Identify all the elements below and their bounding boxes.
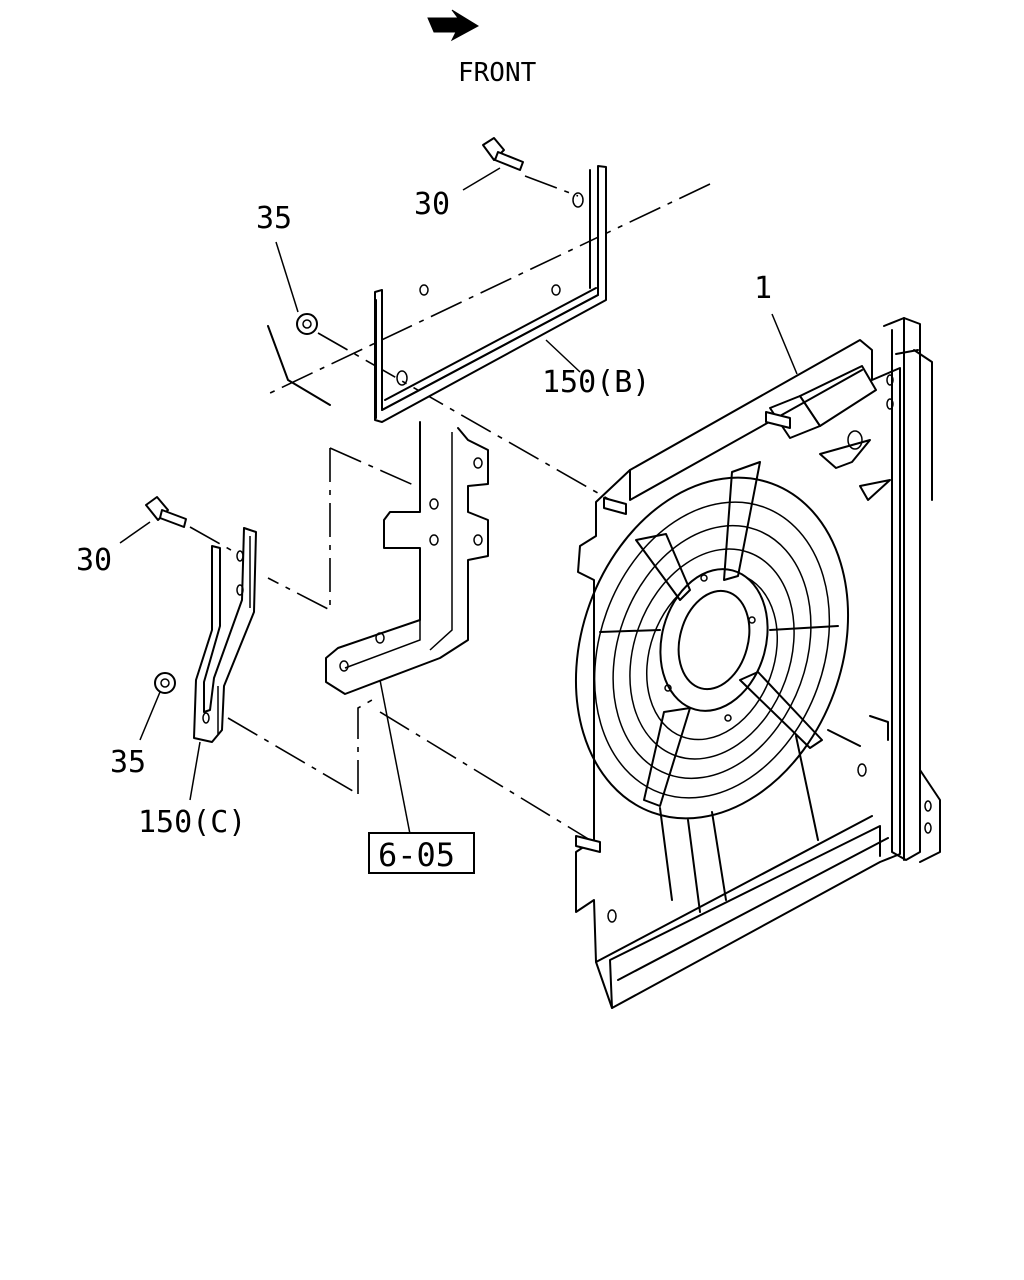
callout-part-35-left: 35 bbox=[110, 745, 146, 780]
bolt-30-top bbox=[482, 137, 524, 171]
reference-label: 6-05 bbox=[378, 836, 455, 874]
assembly-center-lines bbox=[189, 175, 711, 841]
front-arrow-icon bbox=[427, 9, 480, 42]
reference-box[interactable]: 6-05 bbox=[368, 832, 475, 874]
radiator-bracket bbox=[325, 421, 489, 695]
nut-35-top bbox=[296, 313, 318, 335]
leader-lines bbox=[119, 167, 798, 835]
nut-35-left bbox=[154, 672, 176, 694]
callout-part-150b: 150(B) bbox=[542, 365, 650, 400]
bracket-150c bbox=[193, 527, 257, 743]
fan-shroud-assembly bbox=[574, 317, 941, 1009]
bolt-30-left bbox=[145, 496, 187, 528]
bracket-150b bbox=[267, 165, 607, 423]
callout-part-30-top: 30 bbox=[414, 187, 450, 222]
callout-part-150c: 150(C) bbox=[138, 805, 246, 840]
callout-part-1: 1 bbox=[754, 271, 772, 306]
callout-part-30-left: 30 bbox=[76, 543, 112, 578]
callout-part-35-top: 35 bbox=[256, 201, 292, 236]
front-label: FRONT bbox=[458, 58, 537, 88]
